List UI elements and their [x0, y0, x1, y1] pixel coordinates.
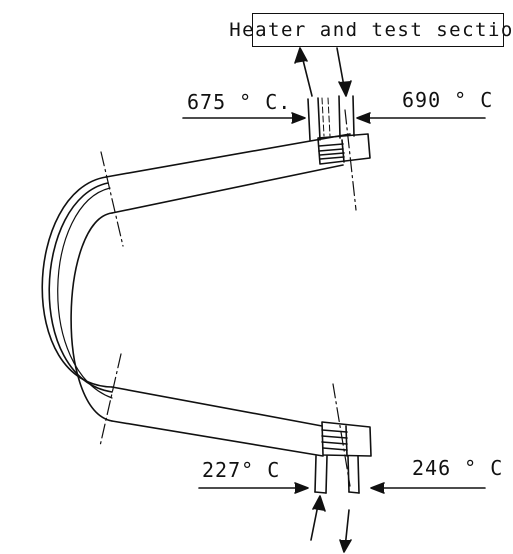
- u-bend: [41, 176, 113, 422]
- temp-label-bottom-right: 246 ° C: [412, 456, 504, 480]
- heater-test-section-box: Heater and test section: [229, 13, 513, 47]
- upper-stub-pipes: [307, 95, 355, 141]
- title-label: Heater and test section: [229, 19, 513, 41]
- temperature-pointer-arrows: [182, 112, 486, 494]
- temp-label-bottom-left: 227° C: [202, 458, 281, 482]
- temp-label-top-left: 675 ° C.: [187, 90, 292, 114]
- lower-connector-block: [321, 421, 372, 457]
- lower-stub-pipes: [314, 455, 360, 494]
- lower-pipe-leg: [111, 386, 324, 457]
- temp-label-top-right: 690 ° C: [402, 88, 494, 112]
- upper-pipe-leg: [105, 133, 351, 214]
- upper-connector-block: [317, 133, 371, 165]
- bottom-flow-arrows: [310, 495, 352, 553]
- section-centerlines: [99, 109, 357, 487]
- heater-flow-arrows: [294, 47, 352, 97]
